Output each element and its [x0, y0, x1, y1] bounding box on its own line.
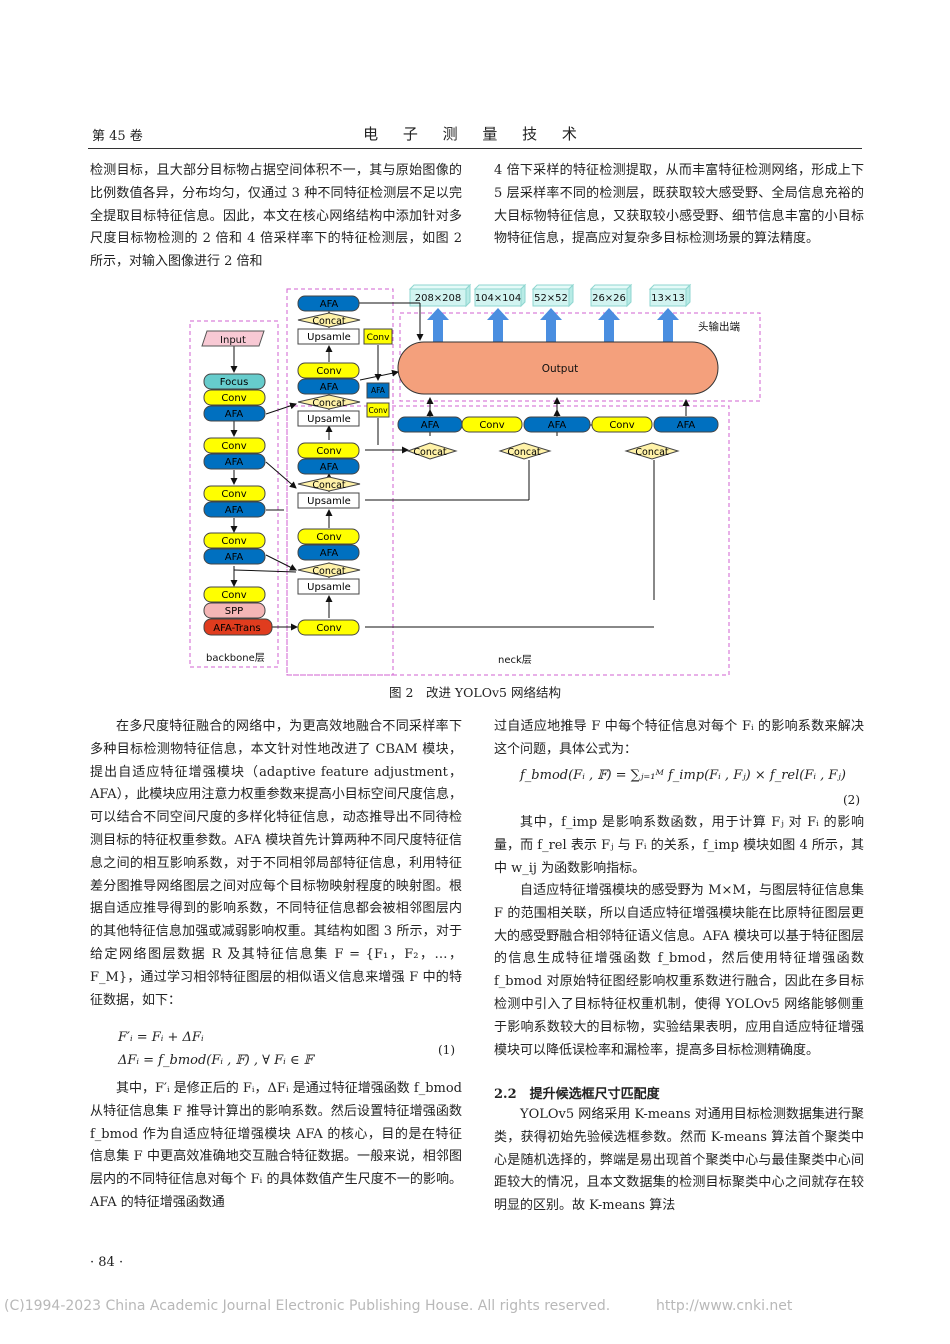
conv-label: Conv [479, 420, 504, 431]
equation-1-line-1: F′ᵢ = Fᵢ + ΔFᵢ [118, 1030, 204, 1045]
upsample-label: Upsamle [307, 414, 351, 425]
up-arrow-icon [657, 308, 679, 342]
output-104-icon: 104×104 [473, 283, 527, 308]
side-stack: Conv AFA Conv [363, 328, 393, 418]
journal-title: 电 子 测 量 技 术 [363, 125, 587, 143]
concat-label: Concat [507, 447, 541, 458]
conv-label: Conv [316, 446, 341, 457]
conv-label: Conv [609, 420, 634, 431]
right-paragraph-1: 过自适应地推导 F 中每个特征信息对每个 Fᵢ 的影响系数来解决这个问题，具体公… [494, 719, 864, 757]
afa-label: AFA [225, 409, 244, 420]
conv-label: Conv [367, 333, 390, 343]
equation-1-number: (1) [438, 1043, 455, 1057]
header-rule [88, 148, 862, 149]
equation-2-number: (2) [843, 793, 860, 807]
conv-label: Conv [221, 441, 246, 452]
output-size-label: 52×52 [534, 293, 568, 304]
conv-label: Conv [316, 366, 341, 377]
concat-label: Concat [312, 398, 346, 409]
right-paragraph-4: YOLOv5 网络采用 K-means 对通用目标检测数据集进行聚类，获得初始先… [494, 1107, 864, 1214]
output-26-icon: 26×26 [589, 283, 633, 308]
concat-label: Concat [312, 480, 346, 491]
upsample-label: Upsamle [307, 496, 351, 507]
up-arrow-icon [427, 308, 449, 342]
conv-label: Conv [316, 532, 341, 543]
neck-stack: AFA Concat Upsamle Conv AFA Concat Upsam… [297, 295, 361, 636]
page-number: · 84 · [90, 1255, 124, 1270]
afa-label: AFA [421, 420, 440, 431]
cnki-link[interactable]: http://www.cnki.net [656, 1298, 793, 1314]
afa-label: AFA [320, 548, 339, 559]
output-size-label: 104×104 [475, 293, 522, 304]
output-block [397, 341, 719, 395]
input-block [201, 330, 265, 347]
conv-label: Conv [316, 623, 341, 634]
left-paragraph-1: 在多尺度特征融合的网络中，为更高效地融合不同采样率下多种目标检测物特征信息，本文… [90, 719, 462, 1008]
concat-label: Concat [312, 566, 346, 577]
afa-label: AFA [320, 462, 339, 473]
right-paragraph-2: 其中，f_imp 是影响系数函数，用于计算 Fⱼ 对 Fᵢ 的影响量，而 f_r… [494, 815, 864, 876]
upsample-label: Upsamle [307, 332, 351, 343]
network-figure: 208×208 104×104 52×52 26×26 13×13 [189, 283, 761, 676]
output-13-icon: 13×13 [648, 283, 692, 308]
afa-label: AFA [225, 505, 244, 516]
concat-label: Concat [312, 316, 346, 327]
top-right-paragraph: 4 倍下采样的特征检测提取，从而丰富特征检测网络，形成上下 5 层采样率不同的检… [494, 163, 864, 247]
afa-label: AFA [320, 299, 339, 310]
concat-label: Concat [413, 447, 447, 458]
upsample-label: Upsamle [307, 582, 351, 593]
up-arrow-icon [598, 308, 620, 342]
output-label: Output [542, 363, 578, 375]
neck-label: neck层 [498, 654, 532, 666]
equation-2: f_bmod(Fᵢ , 𝔽) = ∑ⱼ₌₁ᴹ f_imp(Fᵢ , Fⱼ) × … [520, 768, 846, 783]
head-label: 头输出端 [698, 320, 740, 333]
conv-label: Conv [221, 536, 246, 547]
backbone-region [189, 320, 279, 668]
lower-row: AFA Conv AFA Conv AFA Concat Concat Conc… [397, 416, 719, 460]
afa-label: AFA [320, 382, 339, 393]
section-heading: 2.2 提升候选框尺寸匹配度 [494, 1087, 660, 1102]
output-cubes: 208×208 104×104 52×52 26×26 13×13 [408, 283, 692, 308]
up-arrows [427, 308, 679, 342]
focus-label: Focus [220, 377, 249, 388]
up-arrow-icon [540, 308, 562, 342]
afa-label: AFA [225, 457, 244, 468]
copyright-text: (C)1994-2023 China Academic Journal Elec… [4, 1298, 611, 1314]
neck-region-lower [286, 405, 730, 676]
input-label: Input [220, 335, 246, 346]
output-size-label: 26×26 [592, 293, 626, 304]
top-left-paragraph: 检测目标，且大部分目标物占据空间体积不一，其与原始图像的比例数值各异，分布均匀，… [90, 163, 462, 270]
equation-1-line-2: ΔFᵢ = f_bmod(Fᵢ , 𝔽) , ∀ Fᵢ ∈ 𝔽 [118, 1053, 313, 1068]
afa-label: AFA [371, 386, 386, 395]
concat-label: Concat [635, 447, 669, 458]
right-paragraph-3: 自适应特征增强模块的感受野为 M×M，与图层特征信息集 F 的范围相关联，所以自… [494, 883, 864, 1058]
spp-label: SPP [225, 606, 243, 617]
volume-label: 第 45 卷 [92, 129, 143, 144]
backbone-label: backbone层 [206, 652, 265, 664]
afa-label: AFA [677, 420, 696, 431]
afa-trans-label: AFA-Trans [213, 623, 260, 634]
output-52-icon: 52×52 [531, 283, 575, 308]
output-size-label: 208×208 [415, 293, 462, 304]
afa-label: AFA [225, 552, 244, 563]
conv-label: Conv [221, 590, 246, 601]
output-208-icon: 208×208 [408, 283, 472, 308]
up-arrow-icon [487, 308, 509, 342]
conv-label: Conv [221, 489, 246, 500]
afa-label: AFA [548, 420, 567, 431]
left-paragraph-2: 其中，F′ᵢ 是修正后的 Fᵢ，ΔFᵢ 是通过特征增强函数 f_bmod 从特征… [90, 1081, 462, 1210]
conv-label: Conv [221, 393, 246, 404]
backbone-stack: Focus Conv AFA Conv AFA Conv AFA Conv AF… [203, 373, 273, 636]
conv-label: Conv [368, 406, 388, 415]
output-size-label: 13×13 [651, 293, 685, 304]
figure-caption: 图 2 改进 YOLOv5 网络结构 [389, 685, 561, 700]
